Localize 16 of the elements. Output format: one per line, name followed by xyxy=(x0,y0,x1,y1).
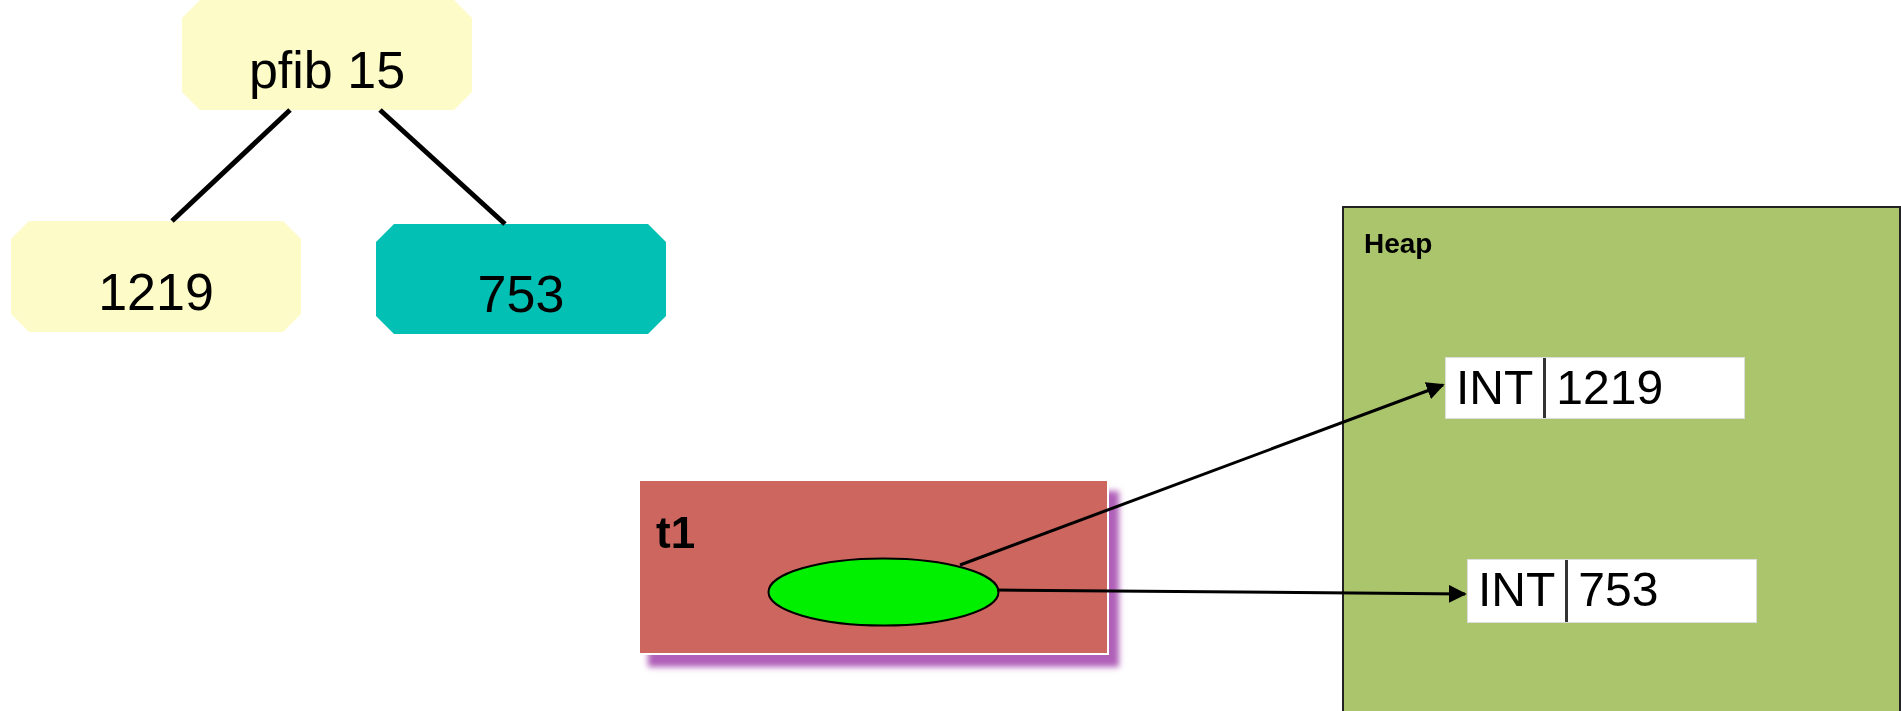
arrow xyxy=(959,382,1445,567)
type-tag: INT xyxy=(1468,560,1566,622)
result-box: 753 xyxy=(376,224,666,334)
thread-box xyxy=(638,479,1109,655)
tree-line xyxy=(170,108,292,223)
heap-region xyxy=(1342,206,1901,711)
arrow xyxy=(997,584,1467,603)
result-box: 1219 xyxy=(11,221,301,332)
type-tag: INT xyxy=(1446,358,1544,418)
heap-label: Heap xyxy=(1364,230,1433,258)
pointer-ellipse xyxy=(767,557,1000,627)
thread-label: t1 xyxy=(656,511,696,555)
value-label: 1219 xyxy=(1543,358,1674,418)
tree-line xyxy=(378,108,507,226)
value-label: 753 xyxy=(1565,560,1669,622)
function-box: pfib 15 xyxy=(182,0,472,110)
